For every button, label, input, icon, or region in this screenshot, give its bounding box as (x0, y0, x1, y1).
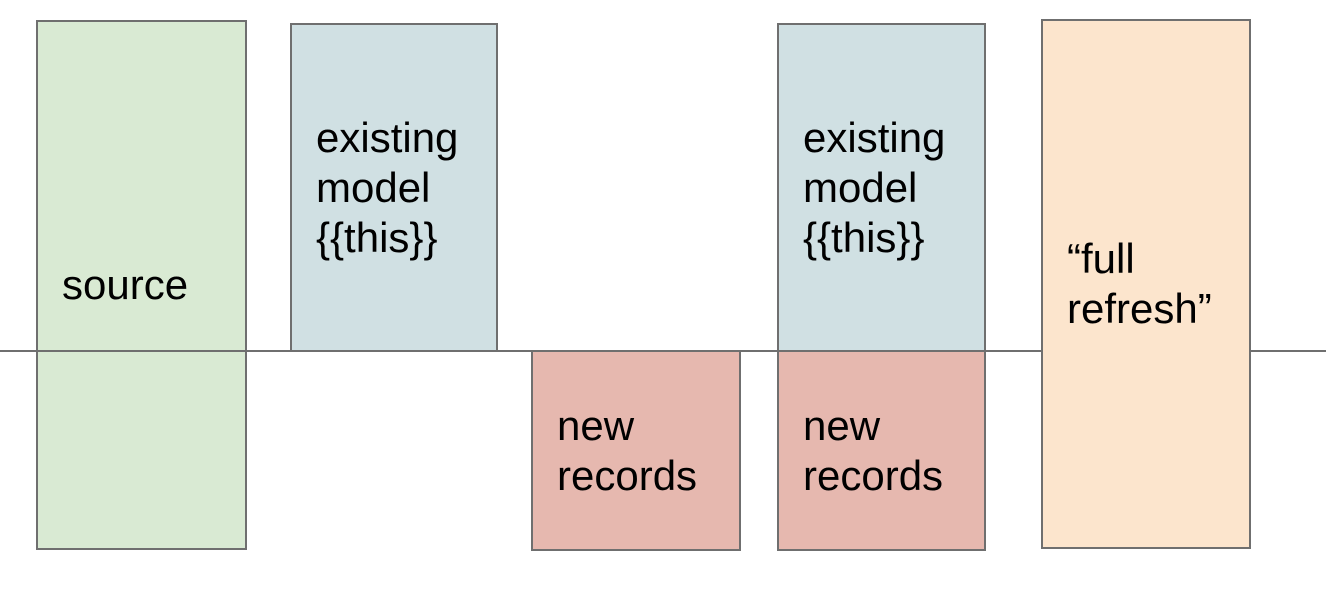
new-records-box-1: new records (531, 350, 741, 551)
source-box: source (36, 20, 247, 550)
new-records-box-2: new records (777, 350, 986, 551)
existing-model-box-1-label: existing model {{this}} (316, 113, 459, 261)
existing-model-box-1: existing model {{this}} (290, 23, 498, 352)
new-records-box-1-label: new records (557, 401, 698, 499)
full-refresh-box: “full refresh” (1041, 19, 1251, 549)
existing-model-box-2-label: existing model {{this}} (803, 113, 946, 261)
source-box-label: source (62, 261, 189, 308)
existing-model-box-2: existing model {{this}} (777, 23, 986, 352)
full-refresh-box-label: “full refresh” (1067, 235, 1212, 332)
new-records-box-2-label: new records (803, 401, 944, 499)
